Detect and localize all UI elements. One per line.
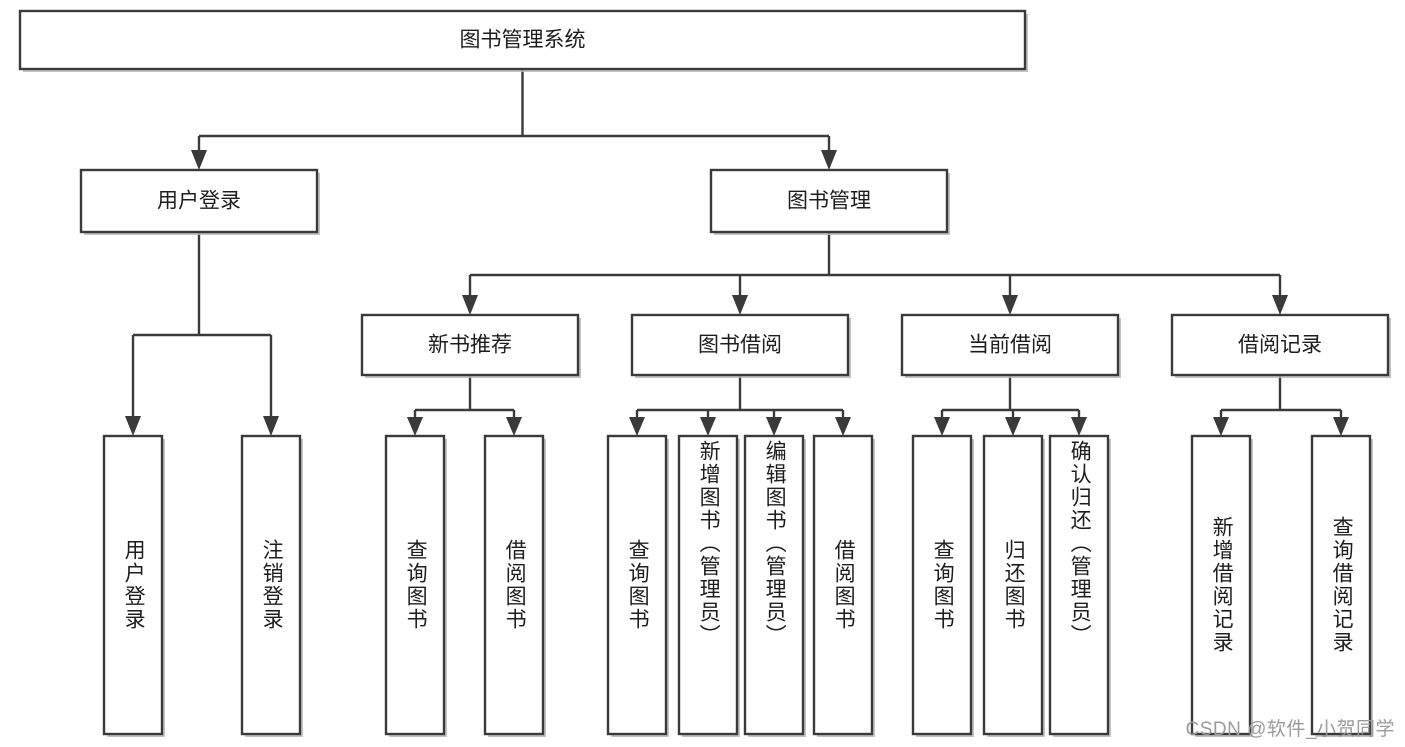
arrow-head-current-l1 — [934, 417, 950, 436]
node-book-management[interactable]: 图书管理 — [709, 168, 950, 235]
node-user-login-box[interactable] — [79, 168, 319, 234]
leaf-box-query-record[interactable] — [1310, 434, 1372, 736]
arrow-head-userlogin — [191, 150, 207, 170]
node-user-login[interactable]: 用户登录 — [79, 168, 320, 235]
arrow-head-current-l3 — [1071, 417, 1087, 436]
leaf-box-query-book-1[interactable] — [384, 434, 446, 736]
arrow-head-borrow-l2 — [700, 417, 716, 436]
node-book-management-box[interactable] — [709, 168, 949, 234]
node-current-borrow-box[interactable] — [900, 313, 1120, 377]
node-new-book-recommend-label: 新书推荐 — [428, 334, 512, 357]
leaf-box-query-book-2[interactable] — [606, 434, 668, 736]
node-current-borrow[interactable]: 当前借阅 — [900, 313, 1121, 378]
leaf-box-user-login[interactable] — [102, 434, 164, 736]
leaf-box-confirm-return[interactable] — [1048, 434, 1110, 736]
leaf-box-add-book[interactable] — [677, 434, 739, 736]
leaf-box-borrow-book-2[interactable] — [812, 434, 874, 736]
arrow-head-record-l1 — [1213, 417, 1229, 436]
node-book-management-label: 图书管理 — [787, 190, 871, 213]
arrow-head-leaf-user-login — [125, 416, 141, 436]
node-book-borrow[interactable]: 图书借阅 — [630, 313, 851, 378]
arrow-head-borrow-l3 — [766, 417, 782, 436]
leaf-layer — [102, 434, 1373, 737]
leaf-box-logout[interactable] — [240, 434, 302, 736]
node-new-book-recommend[interactable]: 新书推荐 — [360, 313, 581, 378]
node-root-label: 图书管理系统 — [460, 29, 586, 52]
node-root[interactable]: 图书管理系统 — [18, 9, 1028, 72]
node-borrow-record-label: 借阅记录 — [1238, 334, 1322, 357]
arrow-head-borrow-l4 — [835, 417, 851, 436]
leaf-box-add-record[interactable] — [1190, 434, 1252, 736]
arrow-head-bookmgmt — [821, 150, 837, 170]
connector-layer — [125, 69, 1349, 436]
arrow-head-current — [1002, 295, 1018, 315]
arrow-head-borrow-l1 — [629, 417, 645, 436]
arrow-head-newbook — [462, 295, 478, 315]
leaf-box-edit-book[interactable] — [743, 434, 805, 736]
node-root-box[interactable] — [18, 9, 1027, 71]
node-current-borrow-label: 当前借阅 — [968, 334, 1052, 357]
arrow-head-current-l2 — [1005, 417, 1021, 436]
arrow-head-record — [1272, 295, 1288, 315]
leaf-box-query-book-3[interactable] — [911, 434, 973, 736]
arrow-head-newbook-l1 — [407, 417, 423, 436]
leaf-box-return-book[interactable] — [982, 434, 1044, 736]
node-book-borrow-box[interactable] — [630, 313, 850, 377]
node-borrow-record[interactable]: 借阅记录 — [1170, 313, 1391, 378]
node-book-borrow-label: 图书借阅 — [698, 334, 782, 357]
node-new-book-recommend-box[interactable] — [360, 313, 580, 377]
node-user-login-label: 用户登录 — [157, 190, 241, 213]
arrow-head-leaf-logout — [263, 416, 279, 436]
node-borrow-record-box[interactable] — [1170, 313, 1390, 377]
csdn-watermark: CSDN @软件_小贺同学 — [1185, 719, 1395, 740]
arrow-head-record-l2 — [1333, 417, 1349, 436]
arrow-head-borrow — [732, 295, 748, 315]
leaf-box-borrow-book-1[interactable] — [483, 434, 545, 736]
arrow-head-newbook-l2 — [506, 417, 522, 436]
